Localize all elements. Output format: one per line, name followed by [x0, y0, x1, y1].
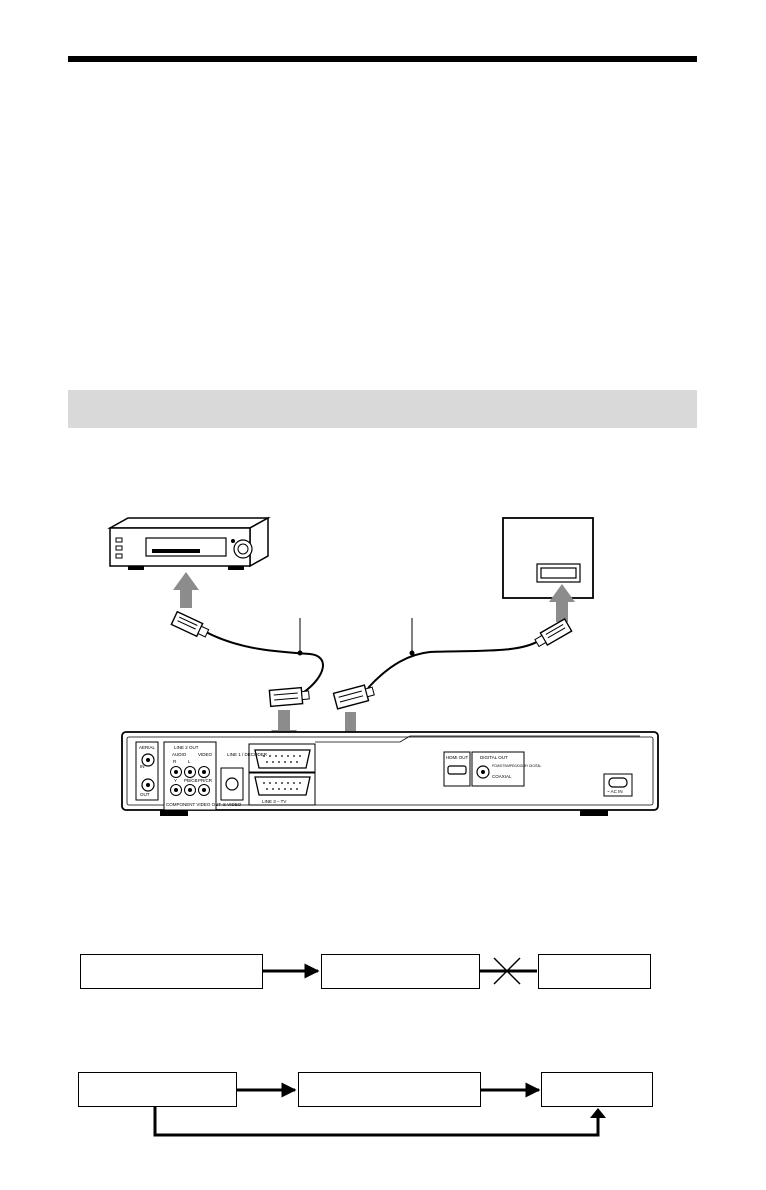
flow2-box-3: [541, 1072, 653, 1107]
audio-label: AUDIO: [172, 752, 187, 757]
tv-illustration: [502, 517, 594, 599]
aerial-out-label: OUT: [140, 792, 150, 797]
section-heading-band: [68, 390, 697, 428]
flow1-box-2: [321, 954, 480, 989]
comp-y-label: Y: [174, 778, 177, 783]
digital-out-label: DIGITAL OUT: [480, 755, 508, 760]
scart-plug-tv: [534, 617, 573, 648]
comp-pr-label: PR/CR: [198, 778, 213, 783]
component-video-label: COMPONENT VIDEO OUT: [166, 802, 221, 807]
s-video-label: S VIDEO: [223, 802, 242, 807]
top-rule: [68, 56, 697, 62]
rear-panel-labels: AERIAL IN OUT LINE 2 OUT AUDIO R L VIDEO…: [139, 745, 623, 807]
ac-in-label: ~ AC IN: [607, 789, 623, 794]
scart-cables: [205, 631, 541, 693]
vcr-illustration: [107, 516, 271, 570]
aerial-label: AERIAL: [139, 745, 156, 750]
video-label: VIDEO: [198, 752, 213, 757]
coaxial-label: COAXIAL: [492, 774, 512, 779]
hdmi-out-label: HDMI OUT: [446, 755, 468, 760]
flow2-connectors: [153, 1082, 606, 1137]
flow1-box-1: [80, 954, 263, 989]
scart-plug-line1: [268, 686, 310, 708]
aerial-in-label: IN: [140, 764, 145, 769]
flow2-box-2: [298, 1072, 481, 1107]
line2-out-label: LINE 2 OUT: [174, 745, 199, 750]
flow2-box-1: [78, 1072, 237, 1107]
comp-pb-label: PB/CB: [184, 778, 198, 783]
audio-r-label: R: [173, 759, 177, 764]
scart-plug-vcr: [170, 610, 210, 638]
flow1-connectors: [263, 957, 537, 985]
line3-tv-label: LINE 3 – TV: [262, 799, 286, 804]
cable-callouts: [297, 618, 415, 656]
scart-plug-line3: [332, 684, 375, 710]
audio-l-label: L: [188, 759, 191, 764]
pcm-label: PCM/DTS/MPEG/DOLBY DIGITAL: [492, 764, 542, 768]
flow1-box-3: [538, 954, 651, 989]
recorder-rear-panel: [121, 731, 659, 816]
line1-decoder-label: LINE 1 / DECODER: [227, 752, 268, 757]
